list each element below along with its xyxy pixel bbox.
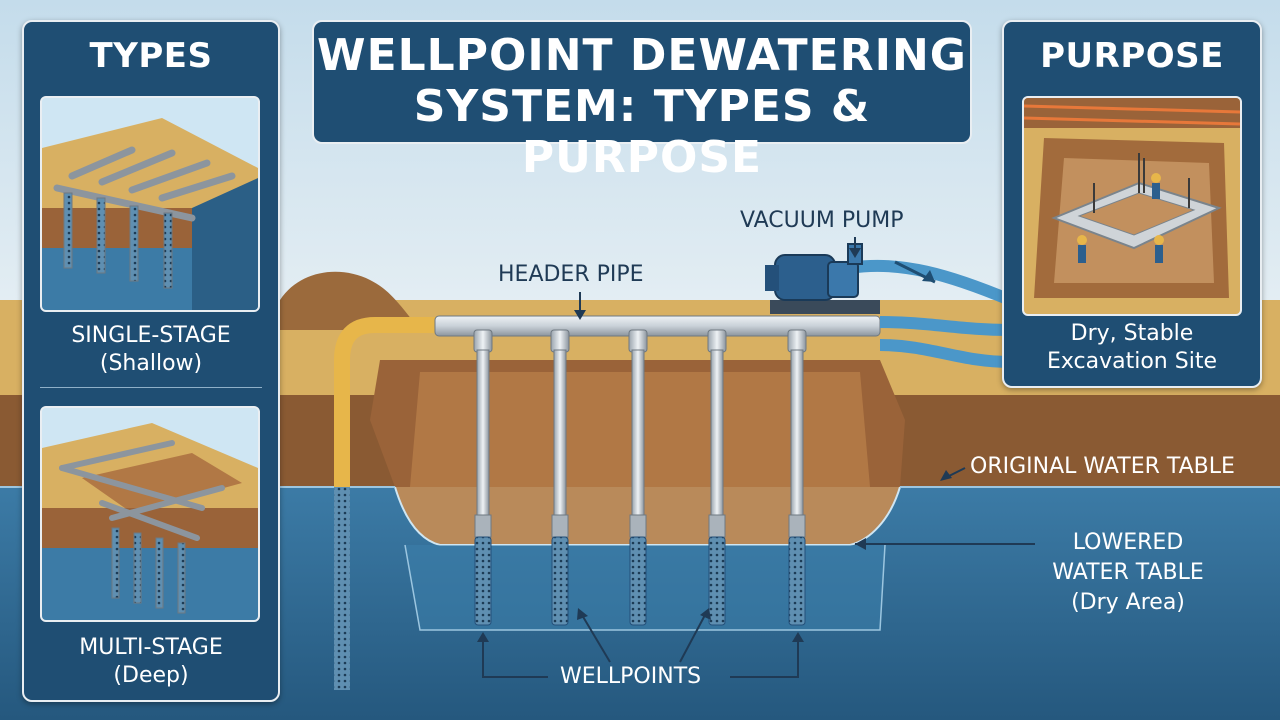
multi-stage-title: MULTI-STAGE — [79, 635, 223, 660]
single-stage-subtitle: (Shallow) — [99, 351, 203, 376]
wellpoint — [473, 329, 493, 626]
wellpoint — [707, 329, 727, 626]
wellpoint — [628, 329, 648, 626]
panel-divider — [40, 387, 262, 388]
types-heading: TYPES — [89, 36, 213, 76]
purpose-panel: PURPOSE — [1002, 20, 1262, 388]
vacuum-pump-label: VACUUM PUMP — [740, 208, 904, 233]
wellpoints-group — [473, 329, 807, 626]
multi-stage-illustration — [40, 406, 260, 622]
lowered-label-line-1: LOWERED — [1072, 530, 1184, 555]
riser-pipe — [334, 317, 440, 690]
single-stage-illustration — [40, 96, 260, 312]
leader-lines — [482, 237, 1035, 678]
leader-arrowheads — [477, 248, 952, 642]
flow-arrowhead — [922, 270, 935, 282]
title-line-2: SYSTEM: TYPES & PURPOSE — [413, 81, 871, 183]
multi-stage-caption: MULTI-STAGE (Deep) — [24, 634, 278, 690]
purpose-heading: PURPOSE — [1040, 36, 1224, 76]
original-water-table-label: ORIGINAL WATER TABLE — [970, 454, 1235, 479]
types-panel: TYPES — [22, 20, 280, 702]
pump-outlet-hose — [849, 259, 1013, 306]
single-stage-caption: SINGLE-STAGE (Shallow) — [24, 322, 278, 378]
excavation-site-drawing — [1024, 98, 1240, 314]
purpose-caption-line-1: Dry, Stable — [1070, 321, 1194, 346]
vacuum-pump-shape — [765, 243, 880, 314]
header-pipe-label: HEADER PIPE — [498, 262, 644, 287]
dry-area-outline — [404, 544, 886, 631]
riser-screen — [334, 487, 350, 690]
discharge-hose-1 — [879, 316, 1011, 336]
lowered-label-line-2: WATER TABLE — [1052, 560, 1204, 585]
wellpoint — [787, 329, 807, 626]
soil-mound — [280, 271, 420, 330]
single-stage-drawing — [42, 98, 258, 310]
lowered-water-table-label: LOWERED WATER TABLE (Dry Area) — [1040, 528, 1216, 618]
dried-soil-zone — [395, 487, 900, 545]
single-stage-title: SINGLE-STAGE — [71, 323, 231, 348]
title-line-1: WELLPOINT DEWATERING — [317, 30, 967, 81]
multi-stage-drawing — [42, 408, 258, 620]
purpose-caption: Dry, Stable Excavation Site — [1004, 320, 1260, 376]
excavation-site-illustration — [1022, 96, 1242, 316]
wellpoints-label: WELLPOINTS — [560, 664, 702, 689]
purpose-caption-line-2: Excavation Site — [1047, 349, 1217, 374]
lowered-label-line-3: (Dry Area) — [1071, 590, 1185, 615]
wellpoint — [550, 329, 570, 626]
title-box: WELLPOINT DEWATERING SYSTEM: TYPES & PUR… — [312, 20, 972, 183]
discharge-hose-2 — [879, 339, 1011, 368]
multi-stage-subtitle: (Deep) — [113, 663, 189, 688]
header-pipe-shape — [434, 315, 881, 337]
